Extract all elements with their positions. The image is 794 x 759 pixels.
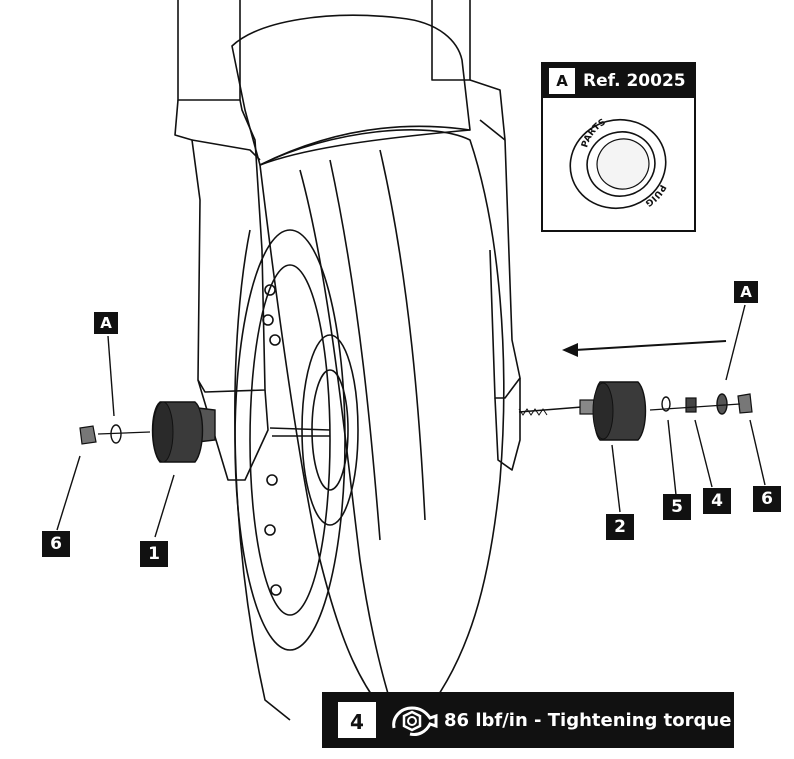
torque-step-number: 4: [338, 702, 376, 738]
torque-banner: 4 86 lbf/in - Tightening torque: [322, 692, 734, 748]
inset-letter: A: [549, 68, 575, 94]
install-direction-arrow: [574, 340, 727, 351]
callout-right-slider: 2: [606, 514, 634, 540]
right-fork-tube: [431, 0, 471, 81]
right-washer: [661, 396, 671, 412]
right-nut: [685, 397, 697, 413]
left-end-cap: [79, 425, 97, 445]
wheel-hub: [301, 334, 359, 526]
left-slider-assembly: [56, 335, 216, 538]
part-letter-left: A: [94, 312, 118, 334]
callout-left-slider: 1: [140, 541, 168, 567]
callout-right-cap: 6: [753, 486, 781, 512]
part-letter-right: A: [734, 281, 758, 303]
wrench-nut-icon: [392, 706, 438, 736]
right-badge-washer: [716, 393, 728, 415]
badge-washer-illustration: PARTS PUIG: [569, 117, 667, 210]
right-fork-slider: [469, 79, 521, 399]
inset-reference: Ref. 20025: [583, 71, 686, 91]
callout-right-nut: 4: [703, 488, 731, 514]
right-end-cap: [737, 393, 753, 414]
front-fender: [231, 14, 471, 166]
brake-disc: [234, 229, 346, 651]
right-slider-assembly: [518, 304, 766, 513]
left-fork-tube: [177, 0, 241, 101]
inset-header: A Ref. 20025: [543, 64, 694, 98]
front-tyre: [259, 129, 505, 731]
callout-right-washer: 5: [663, 494, 691, 520]
callout-left-cap: 6: [42, 531, 70, 557]
reference-inset: A Ref. 20025 PARTS PUIG: [541, 62, 696, 232]
left-fork-slider: [174, 99, 266, 393]
torque-value-text: 86 lbf/in - Tightening torque: [444, 709, 732, 731]
